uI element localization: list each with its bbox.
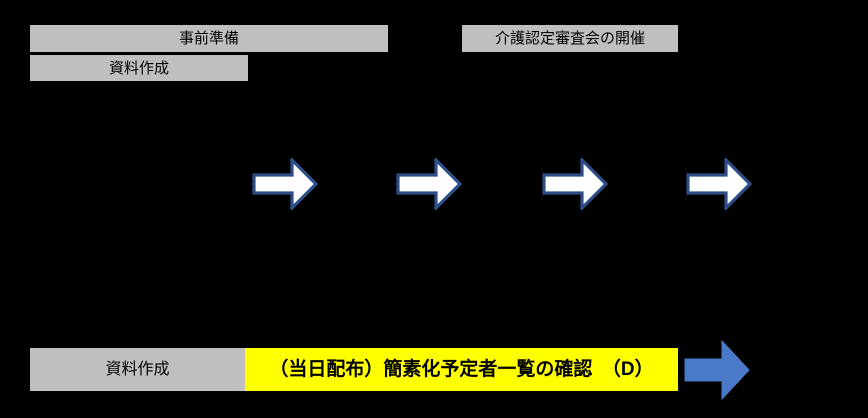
flow-arrow-right-icon-4 — [686, 156, 753, 215]
task-confirm-simplified-candidate-list: （当日配布）簡素化予定者一覧の確認 （D） — [245, 348, 678, 391]
task-document-preparation-top: 資料作成 — [30, 55, 248, 81]
flow-arrow-right-icon-3 — [542, 156, 609, 215]
task-document-preparation-bottom: 資料作成 — [30, 348, 245, 391]
flow-arrow-right-icon-2 — [396, 156, 463, 215]
phase-label-certification-review-meeting: 介護認定審査会の開催 — [462, 25, 678, 52]
flow-arrow-right-icon-5-blue — [684, 339, 750, 405]
phase-label-pre-preparation: 事前準備 — [30, 25, 388, 52]
flow-arrow-right-icon-1 — [252, 156, 319, 215]
